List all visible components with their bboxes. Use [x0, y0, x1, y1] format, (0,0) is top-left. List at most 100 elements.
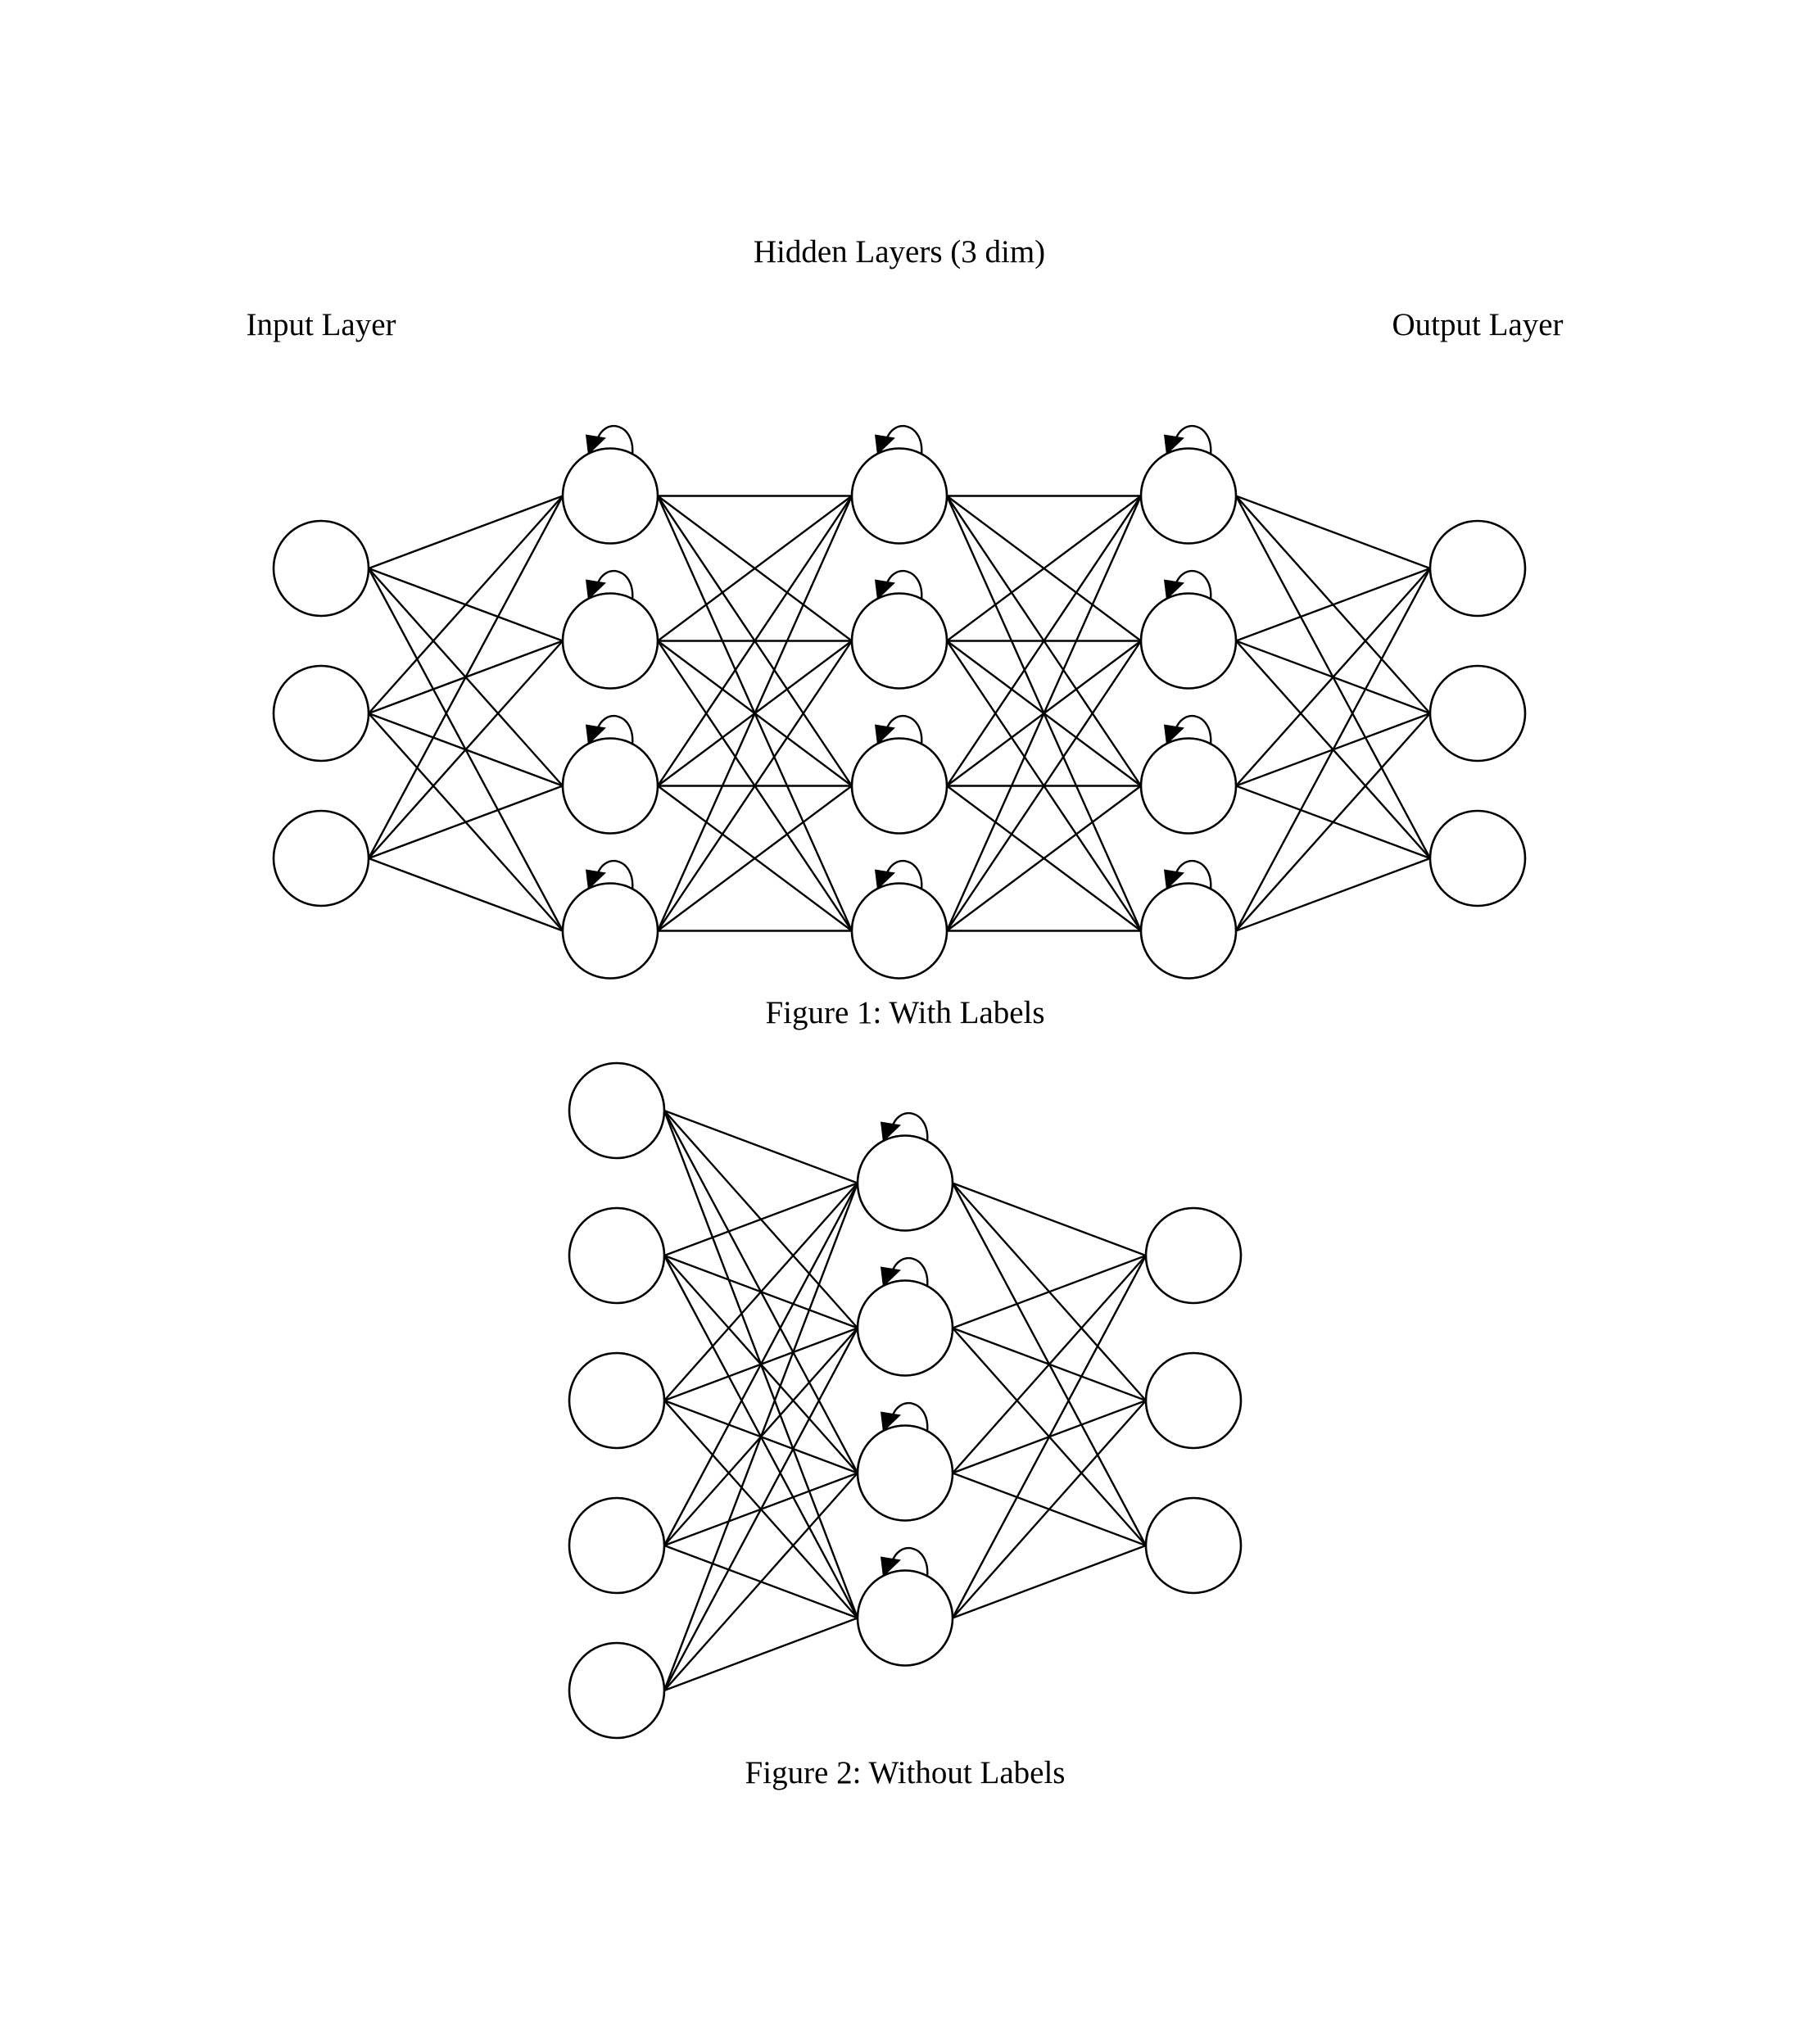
fig1-edge-l3n2-l4n1	[946, 495, 1142, 642]
fig1-edge-l3n4-l4n2	[946, 640, 1142, 932]
fig2-hidden-l2-node-3-loop-arrowhead	[881, 1411, 901, 1432]
figure-2-caption: Figure 2: Without Labels	[745, 1755, 1066, 1790]
fig1-hidden-l2-node-1-loop-arrowhead	[586, 434, 606, 455]
fig1-edge-l2n3-l3n1	[657, 495, 853, 787]
fig2-hidden-l2-node-1-loop-arrowhead	[881, 1121, 901, 1143]
fig1-edge-l4n3-l5n1	[1235, 568, 1431, 787]
fig2-hidden-l2-node-2-self-loop	[890, 1257, 929, 1288]
fig1-input-l1-node-2	[272, 664, 370, 763]
fig2-input-l1-node-5	[568, 1641, 666, 1740]
fig2-edges	[663, 1109, 1148, 1692]
figure-1-network	[272, 425, 1527, 980]
fig1-edge-l1n1-l2n1	[368, 495, 564, 570]
fig2-hidden-l2-node-4-self-loop	[890, 1547, 929, 1577]
fig1-hidden-l4-node-3-loop-arrowhead	[1164, 724, 1184, 745]
fig1-output-l5-node-3	[1428, 809, 1527, 907]
fig2-output-l3-node-3	[1144, 1496, 1243, 1595]
fig1-edge-l2n2-l3n1	[657, 495, 853, 642]
fig2-hidden-l2-node-4-loop-arrowhead	[881, 1556, 901, 1577]
fig2-edge-l2n4-l3n3	[952, 1544, 1147, 1619]
fig1-hidden-l4-node-1-loop-arrowhead	[1164, 434, 1184, 455]
fig1-hidden-l3-node-4	[850, 882, 948, 980]
fig2-edge-l2n3-l3n1	[952, 1255, 1147, 1474]
fig1-input-l1-node-1	[272, 519, 370, 618]
fig1-hidden-l3-node-3-loop-arrowhead	[875, 724, 895, 745]
fig1-hidden-l4-node-3	[1139, 737, 1238, 835]
fig1-edges	[367, 495, 1432, 932]
fig2-edge-l1n5-l2n1	[663, 1183, 859, 1691]
fig1-hidden-l4-node-3-self-loop	[1173, 715, 1212, 745]
fig1-hidden-l2-node-1-self-loop	[595, 425, 634, 455]
fig1-hidden-l3-node-1-loop-arrowhead	[875, 434, 895, 455]
fig1-output-l5-node-2	[1428, 664, 1527, 763]
fig2-input-l1-node-3	[568, 1351, 666, 1450]
fig1-hidden-l2-node-3-loop-arrowhead	[586, 724, 606, 745]
fig1-hidden-l3-node-1-self-loop	[884, 425, 923, 455]
fig1-hidden-l2-node-2-self-loop	[595, 570, 634, 600]
fig2-hidden-l2-node-1-self-loop	[890, 1112, 929, 1143]
fig2-edge-l2n2-l3n1	[952, 1254, 1147, 1329]
input-layer-label: Input Layer	[246, 307, 396, 342]
fig2-hidden-l2-node-4	[856, 1569, 954, 1667]
fig1-edge-l3n3-l4n1	[946, 495, 1142, 787]
fig2-output-l3-node-1	[1144, 1206, 1243, 1305]
fig1-edge-l1n3-l2n1	[367, 495, 564, 859]
fig1-hidden-l3-node-4-loop-arrowhead	[875, 869, 895, 890]
hidden-layers-label: Hidden Layers (3 dim)	[753, 234, 1046, 269]
figure-1-caption: Figure 1: With Labels	[765, 995, 1045, 1030]
fig1-hidden-l4-node-1-self-loop	[1173, 425, 1212, 455]
fig1-hidden-l2-node-3-self-loop	[595, 715, 634, 745]
fig1-hidden-l4-node-4-self-loop	[1173, 860, 1212, 890]
fig1-hidden-l2-node-4-loop-arrowhead	[586, 869, 606, 890]
figure-2-network	[568, 1061, 1243, 1740]
fig1-edge-l1n3-l2n3	[368, 785, 564, 860]
fig2-edge-l2n4-l3n1	[951, 1255, 1148, 1619]
fig2-edge-l1n5-l2n2	[663, 1327, 859, 1691]
fig1-hidden-l3-node-3-self-loop	[884, 715, 923, 745]
fig1-output-l5-node-1	[1428, 519, 1527, 618]
fig2-hidden-l2-node-2	[856, 1279, 954, 1377]
output-layer-label: Output Layer	[1392, 307, 1564, 342]
fig2-edge-l1n4-l2n1	[663, 1182, 859, 1546]
fig1-edge-l1n2-l2n1	[368, 495, 564, 714]
fig2-edge-l2n1-l3n1	[952, 1182, 1147, 1257]
fig1-edge-l2n4-l3n1	[656, 496, 853, 931]
fig2-edge-l1n5-l2n4	[663, 1617, 858, 1692]
fig2-output-l3-node-2	[1144, 1351, 1243, 1450]
fig1-hidden-l4-node-4	[1139, 882, 1238, 980]
fig1-edge-l3n4-l4n3	[946, 785, 1142, 932]
fig1-hidden-l4-node-2-loop-arrowhead	[1164, 579, 1184, 600]
fig1-hidden-l3-node-2-self-loop	[884, 570, 923, 600]
fig2-edge-l1n1-l2n1	[663, 1109, 858, 1184]
fig1-hidden-l2-node-2-loop-arrowhead	[586, 579, 606, 600]
fig1-hidden-l2-node-3	[561, 737, 659, 835]
fig1-edge-l2n4-l3n3	[657, 785, 853, 932]
fig1-edge-l4n2-l5n1	[1235, 567, 1431, 642]
fig1-hidden-l3-node-1	[850, 447, 948, 545]
fig1-hidden-l4-node-1	[1139, 447, 1238, 545]
fig1-edge-l4n1-l5n1	[1235, 495, 1431, 570]
fig1-edge-l4n4-l5n1	[1234, 568, 1432, 932]
fig2-edge-l1n2-l2n1	[663, 1182, 858, 1257]
fig1-edge-l2n4-l3n2	[657, 640, 853, 932]
fig1-hidden-l3-node-2	[850, 592, 948, 690]
fig1-hidden-l2-node-4	[561, 882, 659, 980]
fig2-hidden-l2-node-3	[856, 1424, 954, 1522]
fig1-edge-l1n3-l2n2	[368, 640, 564, 859]
fig2-edge-l1n3-l2n1	[663, 1182, 858, 1401]
fig1-hidden-l2-node-4-self-loop	[595, 860, 634, 890]
fig2-input-l1-node-4	[568, 1496, 666, 1595]
fig2-input-l1-node-1	[568, 1061, 666, 1160]
fig2-hidden-l2-node-1	[856, 1134, 954, 1232]
fig2-nodes	[568, 1061, 1243, 1740]
fig1-edge-l4n4-l5n3	[1235, 857, 1431, 932]
fig2-hidden-l2-node-3-self-loop	[890, 1402, 929, 1432]
fig1-hidden-l4-node-2-self-loop	[1173, 570, 1212, 600]
fig1-hidden-l2-node-2	[561, 592, 659, 690]
fig1-nodes	[272, 425, 1527, 980]
fig1-hidden-l4-node-4-loop-arrowhead	[1164, 869, 1184, 890]
fig2-edge-l1n5-l2n3	[663, 1472, 858, 1691]
fig1-hidden-l4-node-2	[1139, 592, 1238, 690]
fig1-hidden-l2-node-1	[561, 447, 659, 545]
